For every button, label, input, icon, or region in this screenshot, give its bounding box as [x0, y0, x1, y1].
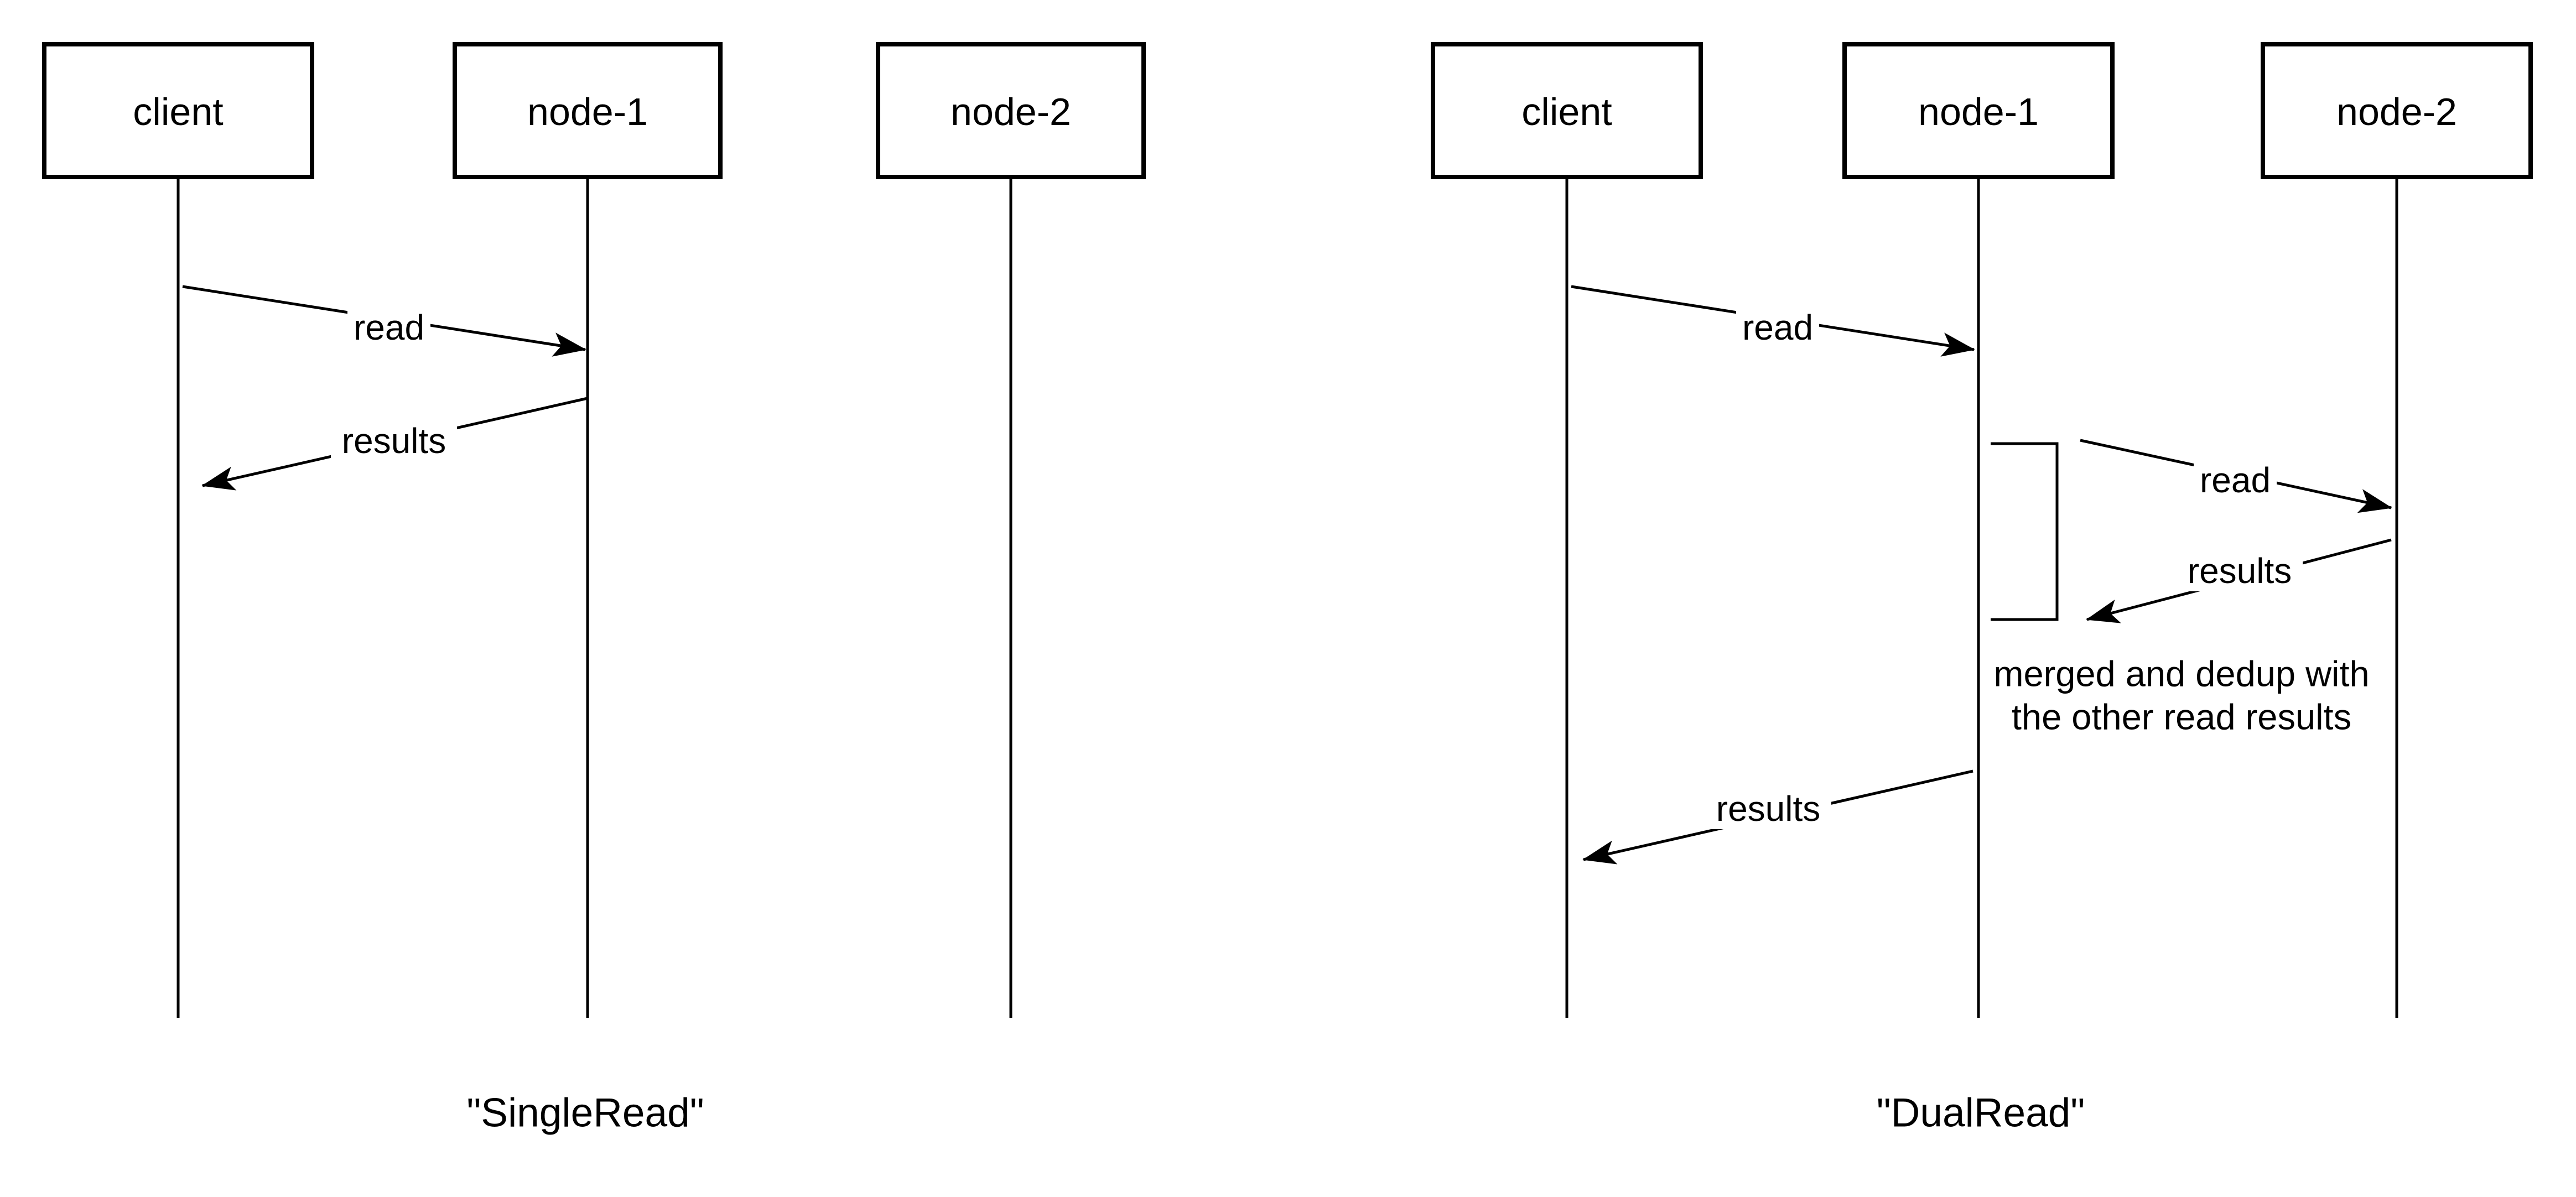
actor-label-node-2: node-2 [951, 90, 1071, 133]
actor-box-client [42, 42, 314, 179]
diagram-dualread: client node-1 node-2 read r [1431, 42, 2533, 1136]
message-read-2-label: read [2200, 460, 2271, 500]
actor-box-client [1431, 42, 1703, 179]
actor-label-client: client [133, 90, 223, 133]
message-results-1-label: results [2188, 551, 2292, 591]
actor-node-2: node-2 [2261, 42, 2533, 179]
message-results-1: results [2086, 538, 2392, 623]
message-read-1-label-bg [1736, 307, 1819, 348]
diagram-caption-singleread: "SingleRead" [466, 1091, 704, 1136]
message-results-label: results [342, 421, 446, 461]
actor-box-node-2 [2261, 42, 2533, 179]
actor-label-node-2: node-2 [2336, 90, 2457, 133]
diagram-caption-dualread: "DualRead" [1877, 1091, 2085, 1136]
message-read-1-label: read [1742, 308, 1813, 347]
message-read-label-bg [347, 307, 430, 348]
note-merged-dedup: merged and dedup with the other read res… [1993, 654, 2369, 737]
actor-client: client [1431, 42, 1703, 179]
message-results-1-label-bg [2177, 550, 2303, 591]
message-read-1: read [1571, 285, 1975, 357]
message-results-2-label: results [1716, 789, 1821, 829]
message-read-2: read [2080, 439, 2392, 513]
diagram-singleread: client node-1 node-2 read results [42, 42, 1146, 1136]
message-results-2-label-bg [1705, 788, 1831, 829]
note-line-2: the other read results [2012, 697, 2351, 737]
note-line-1: merged and dedup with [1993, 654, 2369, 694]
actor-label-node-1: node-1 [527, 90, 648, 133]
actor-box-node-2 [876, 42, 1146, 179]
actor-box-node-1 [453, 42, 723, 179]
message-read-label: read [354, 308, 424, 347]
actor-node-1: node-1 [453, 42, 723, 179]
message-results: results [201, 397, 588, 491]
actor-label-client: client [1521, 90, 1612, 133]
actor-label-node-1: node-1 [1918, 90, 2039, 133]
message-results-2: results [1582, 769, 1973, 865]
message-read: read [182, 285, 586, 357]
message-results-label-bg [331, 420, 457, 461]
actor-node-2: node-2 [876, 42, 1146, 179]
activation-bracket-node-1 [1991, 442, 2059, 621]
actor-box-node-1 [1842, 42, 2115, 179]
actor-client: client [42, 42, 314, 179]
actor-node-1: node-1 [1842, 42, 2115, 179]
message-read-2-label-bg [2194, 460, 2277, 501]
